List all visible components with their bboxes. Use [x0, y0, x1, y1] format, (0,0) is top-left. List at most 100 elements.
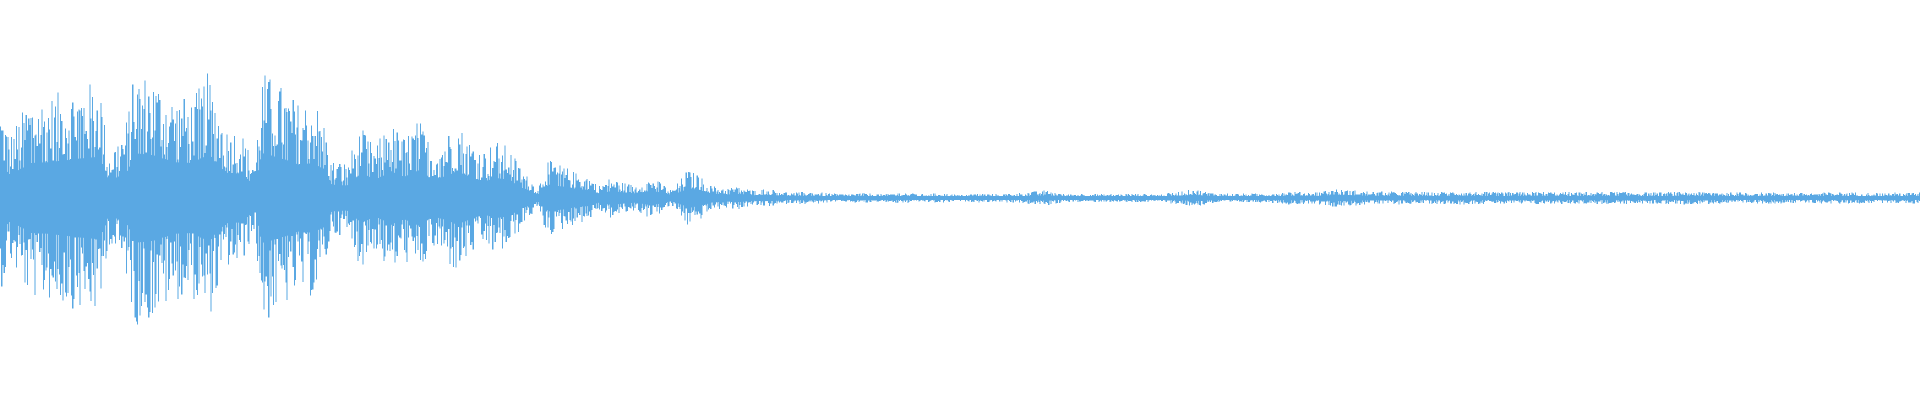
waveform-sample [1901, 195, 1903, 201]
waveform-core-segment [1510, 195, 1512, 201]
waveform-sample [1626, 194, 1628, 204]
waveform-sample [890, 194, 892, 201]
waveform-sample [761, 190, 763, 203]
waveform-sample [1661, 195, 1663, 202]
waveform-sample [438, 176, 440, 227]
waveform-sample [24, 139, 26, 283]
waveform-sample [1080, 195, 1082, 202]
waveform-core-segment [294, 163, 296, 233]
waveform-sample [309, 142, 311, 296]
waveform-core-segment [1270, 196, 1272, 200]
waveform-core-segment [872, 196, 874, 200]
waveform-sample [397, 140, 400, 236]
waveform-sample [1615, 195, 1617, 203]
waveform-sample [590, 185, 592, 218]
waveform-sample [79, 110, 81, 305]
waveform-sample [547, 162, 549, 228]
waveform-sample [1653, 192, 1655, 204]
waveform-sample [1384, 192, 1386, 201]
waveform-sample [1120, 194, 1122, 201]
waveform-sample [1253, 194, 1255, 200]
waveform-sample [1076, 196, 1078, 200]
waveform-sample [1188, 194, 1191, 206]
waveform-sample [71, 108, 73, 296]
waveform-sample [648, 183, 651, 206]
waveform-sample [215, 161, 217, 288]
waveform-sample [1454, 194, 1456, 204]
waveform-sample [1042, 191, 1044, 203]
waveform-sample [1237, 194, 1240, 200]
waveform-sample [1106, 195, 1109, 201]
waveform-core-segment [1112, 196, 1114, 200]
waveform-sample [1023, 195, 1025, 202]
waveform-sample [1793, 193, 1795, 202]
waveform-sample [957, 194, 959, 201]
waveform-sample [1457, 194, 1459, 204]
waveform-sample [1168, 193, 1170, 201]
waveform-sample [1872, 195, 1874, 201]
waveform-sample [1579, 192, 1581, 201]
waveform-sample [955, 195, 957, 200]
waveform-sample [614, 187, 616, 211]
waveform-sample [1382, 195, 1384, 204]
waveform-sample [143, 108, 145, 249]
waveform-sample [249, 173, 251, 217]
waveform-sample [753, 191, 755, 203]
waveform-sample [467, 174, 469, 233]
waveform-sample [1781, 194, 1783, 203]
waveform-sample [718, 191, 720, 209]
waveform-sample [939, 195, 941, 203]
waveform-sample [1501, 192, 1503, 202]
waveform-sample [456, 170, 458, 241]
waveform-sample [903, 194, 905, 201]
waveform-core-segment [332, 184, 334, 212]
waveform-sample [1748, 195, 1750, 202]
waveform-sample [273, 145, 275, 305]
waveform-sample [1727, 193, 1729, 203]
waveform-sample [1010, 194, 1012, 203]
waveform-sample [775, 193, 777, 204]
waveform-sample [1848, 192, 1851, 203]
waveform-sample [371, 152, 373, 244]
waveform-sample [508, 167, 510, 238]
waveform-sample [280, 87, 282, 266]
waveform-sample [952, 196, 954, 202]
waveform-sample [1856, 195, 1858, 203]
waveform-sample [1299, 191, 1301, 204]
waveform-sample [1746, 193, 1748, 203]
waveform-sample [1419, 194, 1421, 204]
waveform-sample [46, 132, 48, 268]
waveform-sample [1370, 194, 1372, 201]
waveform-sample [297, 105, 299, 242]
waveform-sample [336, 168, 338, 232]
waveform-sample [1714, 193, 1716, 202]
waveform-sample [56, 141, 58, 290]
waveform-sample [307, 140, 309, 255]
waveform-sample [1624, 191, 1626, 201]
waveform-sample [301, 140, 303, 262]
waveform-sample [882, 194, 884, 201]
waveform-sample [1386, 194, 1388, 201]
waveform-sample [1792, 195, 1794, 203]
waveform-sample [1291, 194, 1293, 204]
waveform-sample [1466, 195, 1469, 204]
waveform-sample [1477, 193, 1480, 204]
waveform-sample [1394, 192, 1396, 203]
waveform-sample [1605, 194, 1607, 203]
waveform-sample [587, 189, 589, 216]
waveform-sample [468, 144, 471, 226]
waveform-sample [1410, 192, 1412, 204]
waveform-sample [161, 140, 163, 264]
waveform-sample [84, 134, 86, 290]
waveform-sample [1177, 191, 1180, 203]
waveform-sample [1676, 193, 1678, 204]
waveform-sample [1596, 192, 1598, 204]
waveform-sample [519, 168, 521, 224]
waveform-sample [1065, 196, 1067, 202]
waveform-sample [208, 119, 210, 246]
waveform-sample [411, 136, 413, 237]
waveform-sample [1113, 194, 1115, 202]
waveform-sample [1888, 193, 1890, 202]
